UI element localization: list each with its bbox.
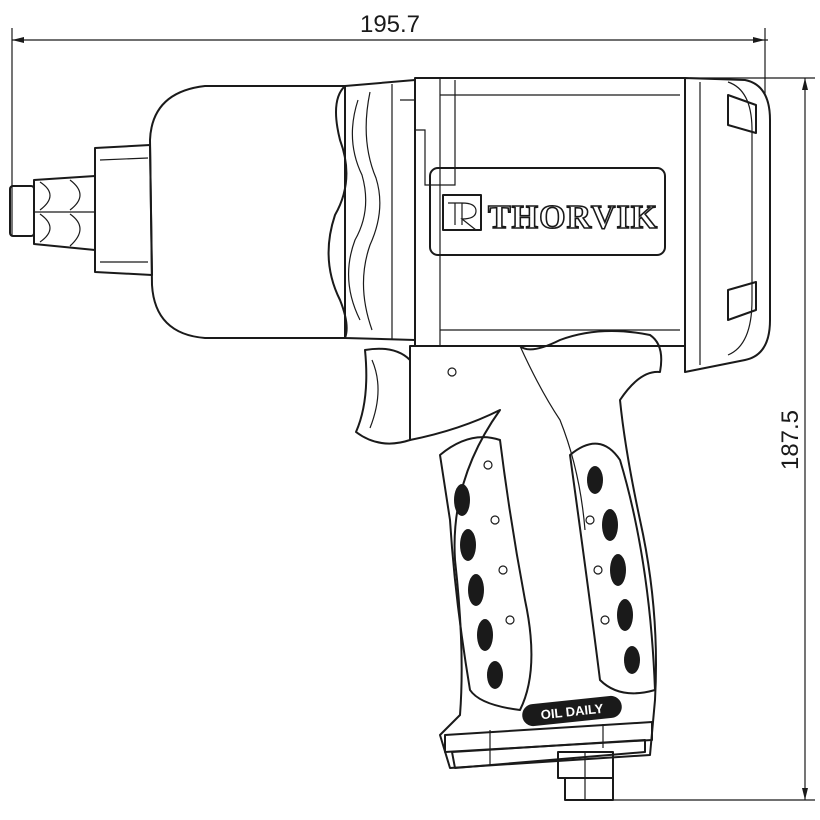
- anvil: [9, 175, 96, 251]
- handle-grip-pattern: [454, 460, 640, 689]
- trigger: [355, 347, 457, 445]
- rear-cap: [684, 77, 771, 373]
- air-inlet-fitting: [557, 751, 614, 801]
- nose-housing: [94, 85, 346, 339]
- width-dimension: 195.7: [11, 11, 768, 235]
- brand-logo: THORVIK: [442, 194, 658, 237]
- handle: [409, 330, 663, 769]
- brand-logo-text: THORVIK: [488, 199, 658, 236]
- height-dimension: 187.5: [570, 77, 815, 801]
- oil-daily-label: OIL DAILY: [540, 701, 604, 723]
- height-dimension-label: 187.5: [777, 410, 804, 470]
- handle-base: OIL DAILY: [444, 695, 653, 769]
- width-dimension-label: 195.7: [360, 11, 420, 38]
- front-grip-band: [327, 79, 416, 341]
